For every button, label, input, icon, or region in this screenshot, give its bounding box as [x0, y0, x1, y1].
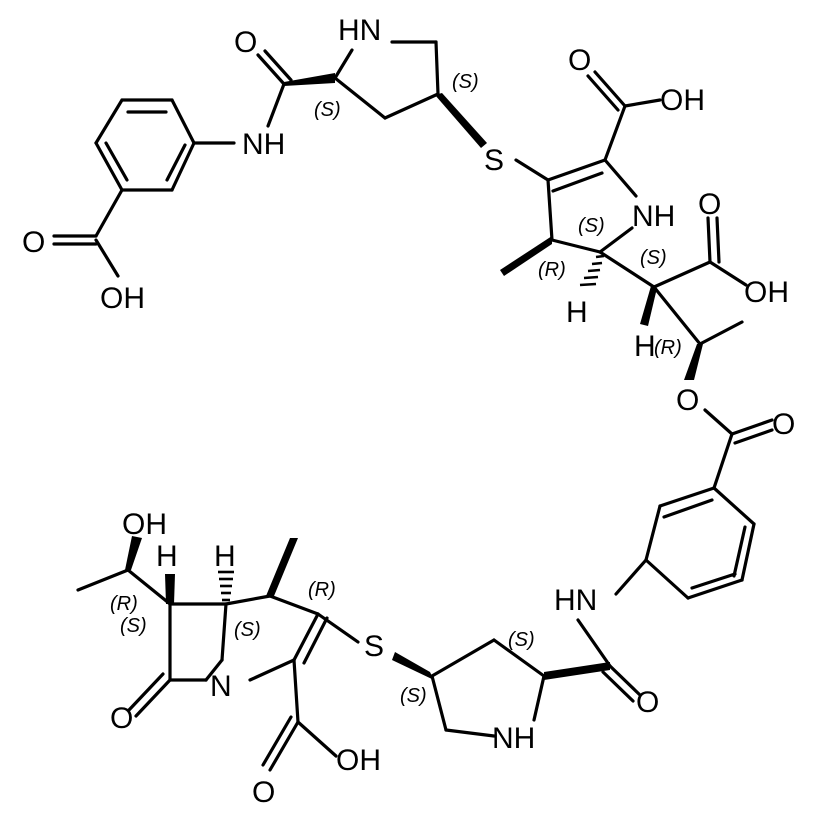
ester-linkage [703, 408, 774, 490]
pyrroline-carboxyl [586, 70, 662, 162]
pyrroline-nh: NH [632, 200, 675, 233]
bottom-pyrrolidine-ring [430, 638, 546, 738]
side-acid-oh: OH [744, 276, 789, 309]
beta-lactam-carbonyl [127, 672, 172, 718]
top-amide-nh: NH [242, 128, 285, 161]
stereo-label: (S) [508, 629, 535, 651]
pyrroline-acid-oh: OH [660, 84, 705, 117]
top-left-acid-o: O [22, 226, 45, 259]
hydroxyl-wedge [125, 536, 142, 570]
ester-oxygen: O [676, 384, 699, 417]
middle-benzene-ring [644, 486, 756, 600]
core-h5: H [214, 540, 236, 573]
bottom-amide-o: O [636, 686, 659, 719]
bottom-carboxyl [261, 658, 338, 772]
stereo-label: (S) [578, 215, 605, 237]
anilide-bond [614, 558, 648, 596]
stereo-label: (R) [538, 259, 566, 281]
top-pyrrolidine-ring [333, 40, 440, 120]
top-amide-carbonyl [256, 49, 293, 128]
side-acid-o: O [698, 188, 721, 221]
stereo-label: (S) [400, 685, 427, 707]
pyrroline-h-hash [579, 254, 605, 287]
core-nitrogen: N [210, 670, 232, 703]
beta-lactam-o: O [110, 702, 133, 735]
stereo-label: (S) [452, 71, 479, 93]
bottom-sulfur: S [364, 630, 384, 663]
anilide-hn: HN [554, 584, 597, 617]
bottom-s-wedge [392, 652, 434, 680]
core-h6-wedge [165, 574, 175, 604]
hydroxyethyl-chain [76, 568, 172, 606]
bottom-pyrrolidine-nh: NH [492, 722, 535, 755]
top-left-acid-oh: OH [100, 282, 145, 315]
pyrroline-methyl-wedge [500, 236, 552, 276]
side-chain-carboxyl [652, 216, 748, 289]
bottom-acid-o: O [252, 776, 275, 809]
side-chain-oh: OH [122, 508, 167, 541]
core-h5-hash [218, 570, 234, 602]
top-amide-o: O [234, 26, 257, 59]
top-sulfur: S [484, 144, 504, 177]
pyrroline-acid-o: O [568, 44, 591, 77]
stereo-label: (R) [110, 593, 138, 615]
side-chain-h-wedge [640, 286, 657, 326]
stereo-label: (S) [120, 615, 147, 637]
top-pyrrolidine-nh: HN [338, 14, 381, 47]
stereo-label: (R) [308, 579, 336, 601]
top-benzene-ring [94, 98, 236, 192]
bottom-amide-carbonyl [576, 618, 642, 703]
pyrroline-ring [514, 158, 638, 254]
ester-carbonyl-o: O [772, 408, 795, 441]
stereo-label: (S) [640, 247, 667, 269]
top-amide-wedge-bond [284, 73, 335, 86]
bottom-amide-wedge [544, 662, 610, 680]
top-s-wedge-bond [435, 93, 487, 148]
side-chain-h: H [634, 330, 656, 363]
bottom-acid-oh: OH [336, 744, 381, 777]
core-h6: H [156, 540, 178, 573]
stereo-label: (S) [314, 99, 341, 121]
stereo-label: (R) [654, 337, 682, 359]
carbapenem-core [168, 594, 360, 682]
stereo-label: (S) [234, 619, 261, 641]
ester-o-wedge [684, 344, 703, 380]
top-left-carboxyl [52, 188, 124, 278]
core-methyl-wedge [266, 538, 298, 596]
pyrroline-h: H [566, 296, 588, 329]
